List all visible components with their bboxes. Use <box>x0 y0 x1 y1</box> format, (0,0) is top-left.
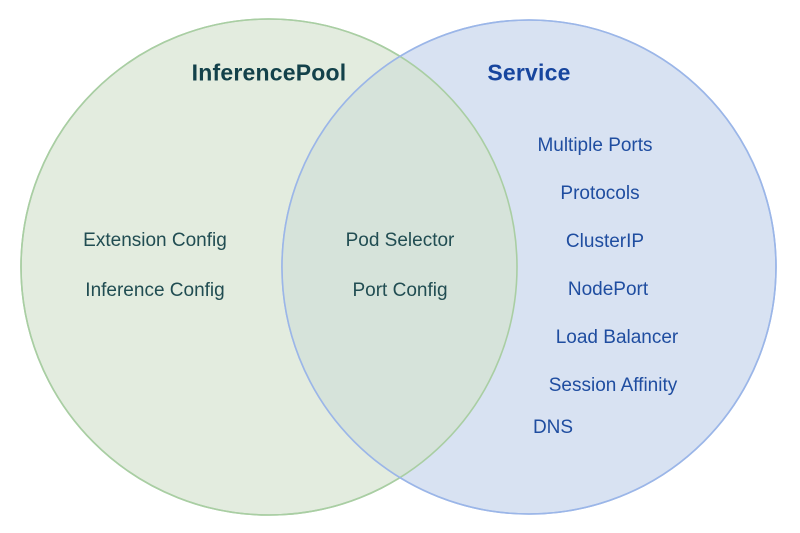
service-item: Load Balancer <box>555 327 679 348</box>
service-title: Service <box>487 59 571 86</box>
inferencepool-title: InferencePool <box>191 59 347 86</box>
service-item: DNS <box>532 417 574 438</box>
inferencepool-item: Extension Config <box>83 230 227 251</box>
intersection-item: Port Config <box>352 280 448 301</box>
service-item: Multiple Ports <box>537 135 653 156</box>
service-circle-outline <box>281 19 777 515</box>
service-item: Session Affinity <box>548 375 678 396</box>
intersection-item: Pod Selector <box>345 230 455 251</box>
service-item: Protocols <box>560 183 640 204</box>
inferencepool-item: Inference Config <box>85 280 225 301</box>
service-item: NodePort <box>567 279 649 300</box>
intersection-region <box>282 20 517 514</box>
service-item: ClusterIP <box>565 231 645 252</box>
inferencepool-circle-outline <box>20 18 518 516</box>
